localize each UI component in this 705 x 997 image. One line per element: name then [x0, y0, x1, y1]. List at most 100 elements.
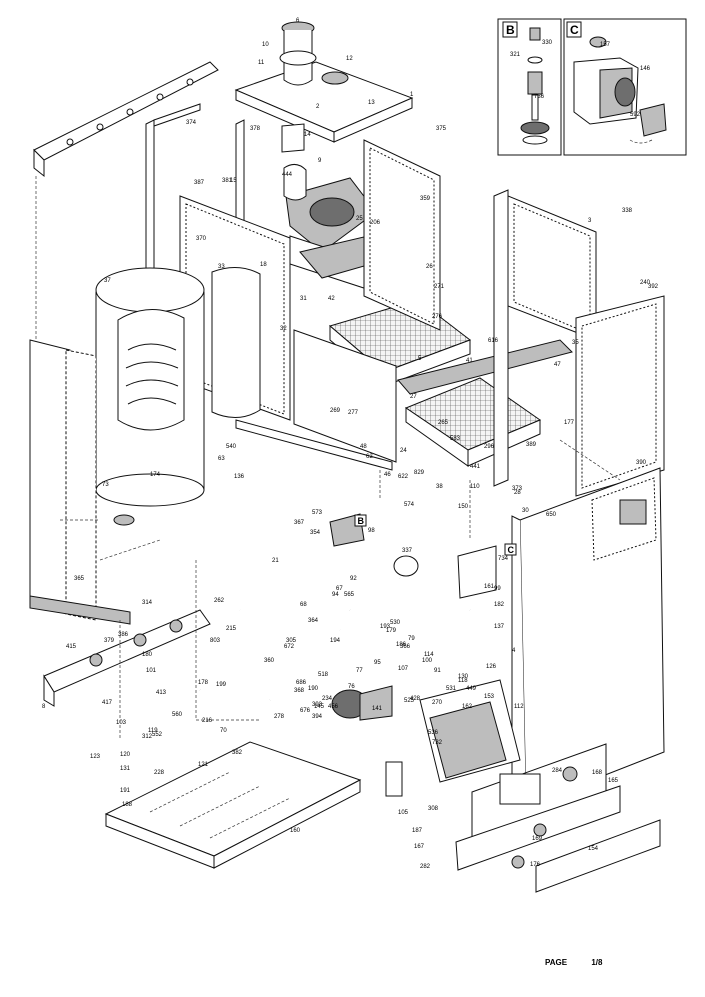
callout-27: 27	[410, 394, 417, 400]
callout-5: 5	[418, 356, 422, 362]
callout-365: 365	[74, 576, 85, 582]
callout-8: 8	[42, 704, 46, 710]
marker-b-box: B	[354, 514, 367, 527]
callout-120: 120	[120, 752, 131, 758]
expansion-vessel	[211, 267, 261, 418]
callout-650: 650	[546, 512, 557, 518]
callout-99: 99	[494, 586, 501, 592]
callout-276: 276	[432, 314, 443, 320]
callout-269: 269	[330, 408, 341, 414]
callout-180: 180	[142, 652, 153, 658]
callout-136: 136	[234, 474, 245, 480]
callout-101: 101	[146, 668, 157, 674]
callout-95: 95	[374, 660, 381, 666]
callout-368: 368	[294, 688, 305, 694]
callout-15: 15	[230, 178, 237, 184]
callout-154: 154	[588, 846, 599, 852]
bottom-manifold	[43, 609, 211, 707]
callout-389: 389	[526, 442, 537, 448]
callout-26: 26	[426, 264, 433, 270]
callout-176: 176	[530, 862, 541, 868]
callout-386: 386	[118, 632, 129, 638]
callout-375: 375	[436, 126, 447, 132]
front-cover-panel	[511, 467, 665, 807]
callout-126: 126	[486, 664, 497, 670]
callout-28: 28	[514, 490, 521, 496]
callout-530: 530	[390, 620, 401, 626]
callout-6: 6	[296, 18, 300, 24]
callout-441: 441	[470, 464, 481, 470]
callout-157: 157	[600, 42, 611, 48]
callout-162: 162	[462, 704, 473, 710]
callout-378: 378	[250, 126, 261, 132]
callout-321: 321	[510, 52, 521, 58]
callout-187: 187	[412, 828, 423, 834]
inset-c-tag	[566, 21, 582, 38]
callout-3: 3	[588, 218, 592, 224]
inset-b-letter: B	[506, 23, 515, 37]
page-footer: PAGE 1/8	[545, 958, 602, 967]
callout-41: 41	[466, 358, 473, 364]
control-panel	[385, 679, 661, 893]
callout-188: 188	[122, 802, 133, 808]
callout-4: 4	[512, 648, 516, 654]
callout-110: 110	[470, 484, 480, 490]
callout-417: 417	[102, 700, 113, 706]
diverter-valve	[329, 513, 497, 599]
callout-186: 186	[396, 642, 407, 648]
inset-c: C	[563, 18, 687, 156]
callout-379: 379	[104, 638, 115, 644]
callout-35: 35	[572, 340, 579, 346]
callout-583: 583	[450, 436, 461, 442]
callout-9: 9	[318, 158, 322, 164]
callout-672: 672	[284, 644, 295, 650]
inset-c-letter: C	[570, 23, 579, 37]
callout-364: 364	[308, 618, 319, 624]
callout-98: 98	[368, 528, 375, 534]
callout-174: 174	[150, 472, 161, 478]
callout-46: 46	[384, 472, 391, 478]
callout-21: 21	[272, 558, 279, 564]
callout-179: 179	[386, 628, 397, 634]
callout-374: 374	[186, 120, 197, 126]
callout-77: 77	[356, 668, 363, 674]
callout-168: 168	[592, 770, 603, 776]
page-number: 1/8	[591, 958, 603, 967]
callout-449: 449	[466, 686, 477, 692]
callout-308: 308	[428, 806, 439, 812]
callout-732: 732	[432, 740, 443, 746]
callout-38: 38	[436, 484, 443, 490]
callout-1: 1	[410, 92, 414, 98]
base-tray	[104, 741, 362, 869]
callout-552: 552	[152, 732, 163, 738]
combustion-chamber-frame	[235, 235, 397, 471]
callout-146: 146	[640, 66, 651, 72]
callout-79: 79	[408, 636, 415, 642]
callout-686: 686	[296, 680, 307, 686]
callout-265: 265	[438, 420, 449, 426]
callout-33: 33	[218, 264, 225, 270]
callout-14: 14	[304, 132, 311, 138]
callout-18: 18	[260, 262, 267, 268]
callout-278: 278	[274, 714, 285, 720]
callout-114: 114	[424, 652, 434, 658]
callout-277: 277	[348, 410, 359, 416]
top-cover-plate	[234, 21, 414, 143]
callout-118: 118	[458, 678, 468, 684]
callout-373: 373	[512, 486, 523, 492]
callout-121: 121	[198, 762, 209, 768]
callout-10: 10	[262, 42, 269, 48]
page-label: PAGE	[545, 958, 568, 967]
callout-415: 415	[66, 644, 77, 650]
callout-518: 518	[318, 672, 329, 678]
callout-573: 573	[312, 510, 323, 516]
inset-c-gas-valve	[573, 36, 667, 144]
wall-mounting-rail	[33, 61, 219, 178]
callout-169: 169	[532, 836, 543, 842]
pump	[331, 685, 393, 721]
callout-366: 366	[400, 644, 411, 650]
callout-574: 574	[404, 502, 415, 508]
callout-330: 330	[542, 40, 553, 46]
callout-112: 112	[514, 704, 524, 710]
